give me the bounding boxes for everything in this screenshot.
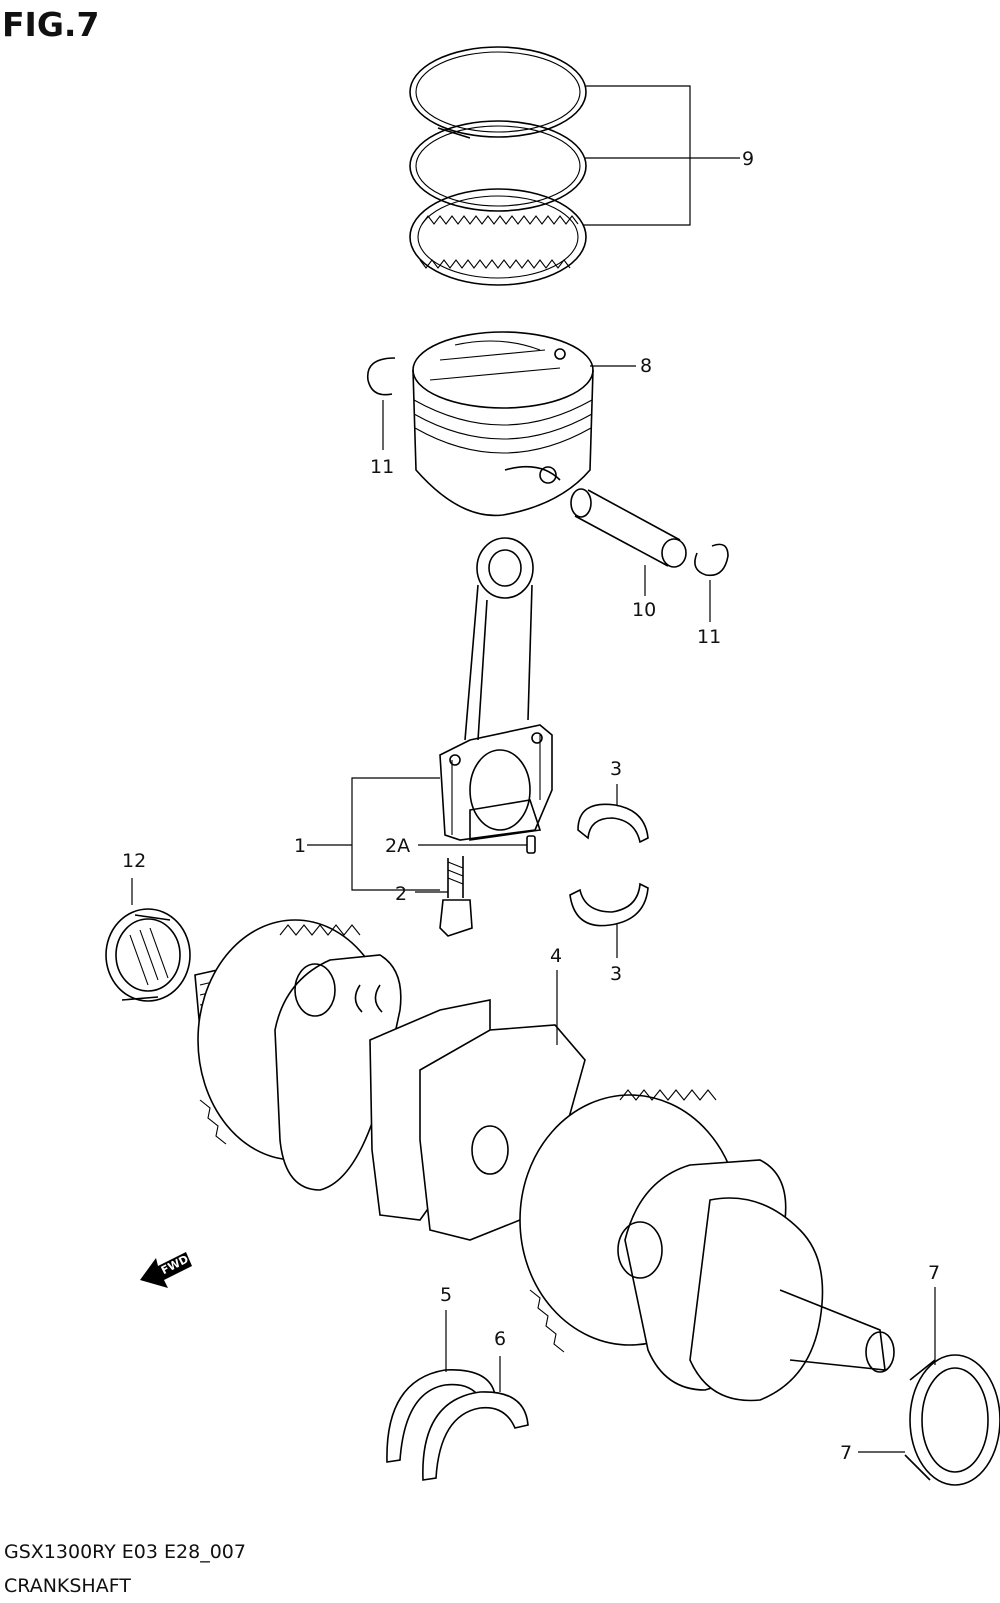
callout-9: 9 [742,148,754,170]
callout-7-bottom: 7 [840,1442,852,1464]
callout-2: 2 [395,883,407,905]
piston-rings [409,46,587,286]
callout-11-left: 11 [370,456,394,478]
dowel-pin [526,835,536,854]
callout-10: 10 [632,599,656,621]
rod-bolt [439,856,473,937]
circlip-right [694,543,729,577]
callout-3-top: 3 [610,758,622,780]
connecting-rod [439,537,553,841]
callout-6: 6 [494,1328,506,1350]
piston-pin [570,488,687,568]
main-bearing [904,1354,1000,1486]
fwd-arrow-icon: FWD [140,1252,192,1288]
callout-12: 12 [122,850,146,872]
callout-8: 8 [640,355,652,377]
crankshaft [194,919,895,1402]
callout-5: 5 [440,1284,452,1306]
thrust-bearings [386,1369,529,1481]
footer-name: CRANKSHAFT [4,1575,131,1597]
piston [412,331,594,517]
callout-2A: 2A [385,835,410,857]
callout-7-top: 7 [928,1262,940,1284]
callout-1: 1 [294,835,306,857]
callout-3-bottom: 3 [610,963,622,985]
callout-11-right: 11 [697,626,721,648]
circlip-left [366,357,396,396]
conrod-bearings [569,803,649,927]
callout-4: 4 [550,945,562,967]
needle-bearing [105,908,191,1002]
figure-title: FIG.7 [2,5,99,44]
footer-code: GSX1300RY E03 E28_007 [4,1541,246,1563]
